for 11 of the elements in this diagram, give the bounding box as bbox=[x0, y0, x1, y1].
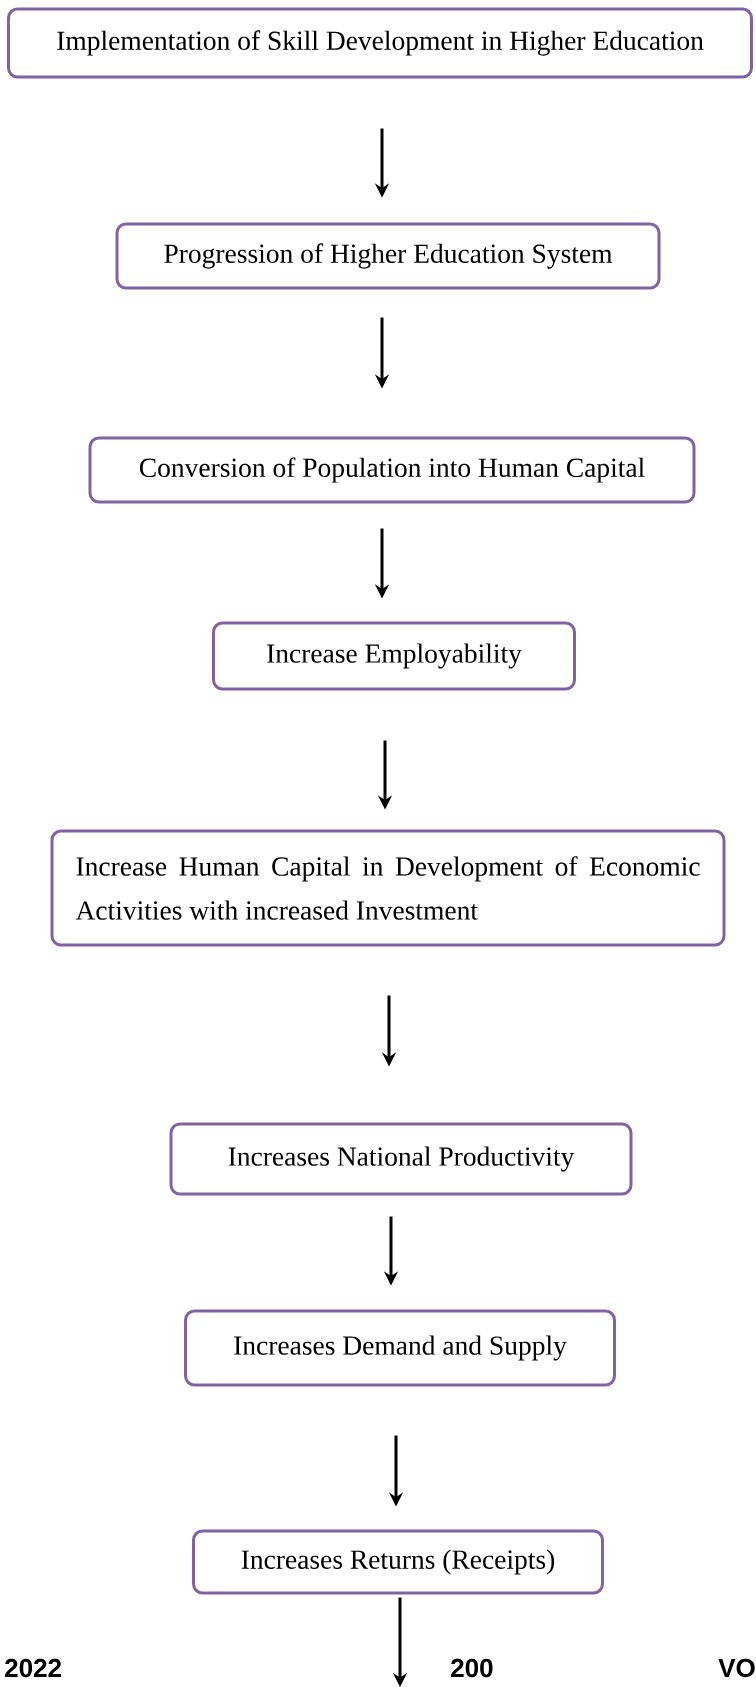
process-box: Increase Employability bbox=[212, 621, 576, 691]
process-box: Increases Returns (Receipts) bbox=[192, 1529, 604, 1595]
process-box: Increase Human Capital in Development of Economic Activities with increased Investment bbox=[50, 829, 726, 947]
process-box: Increases National Productivity bbox=[169, 1122, 633, 1196]
process-box: Implementation of Skill Development in Higher Education bbox=[7, 7, 753, 79]
page-footer: 2022 bbox=[5, 1658, 61, 1678]
process-box: Conversion of Population into Human Capital bbox=[88, 436, 696, 504]
page-footer: 200 bbox=[451, 1658, 493, 1678]
process-box: Progression of Higher Education System bbox=[115, 222, 661, 290]
page-footer: VO bbox=[718, 1658, 755, 1678]
process-box: Increases Demand and Supply bbox=[184, 1309, 616, 1387]
